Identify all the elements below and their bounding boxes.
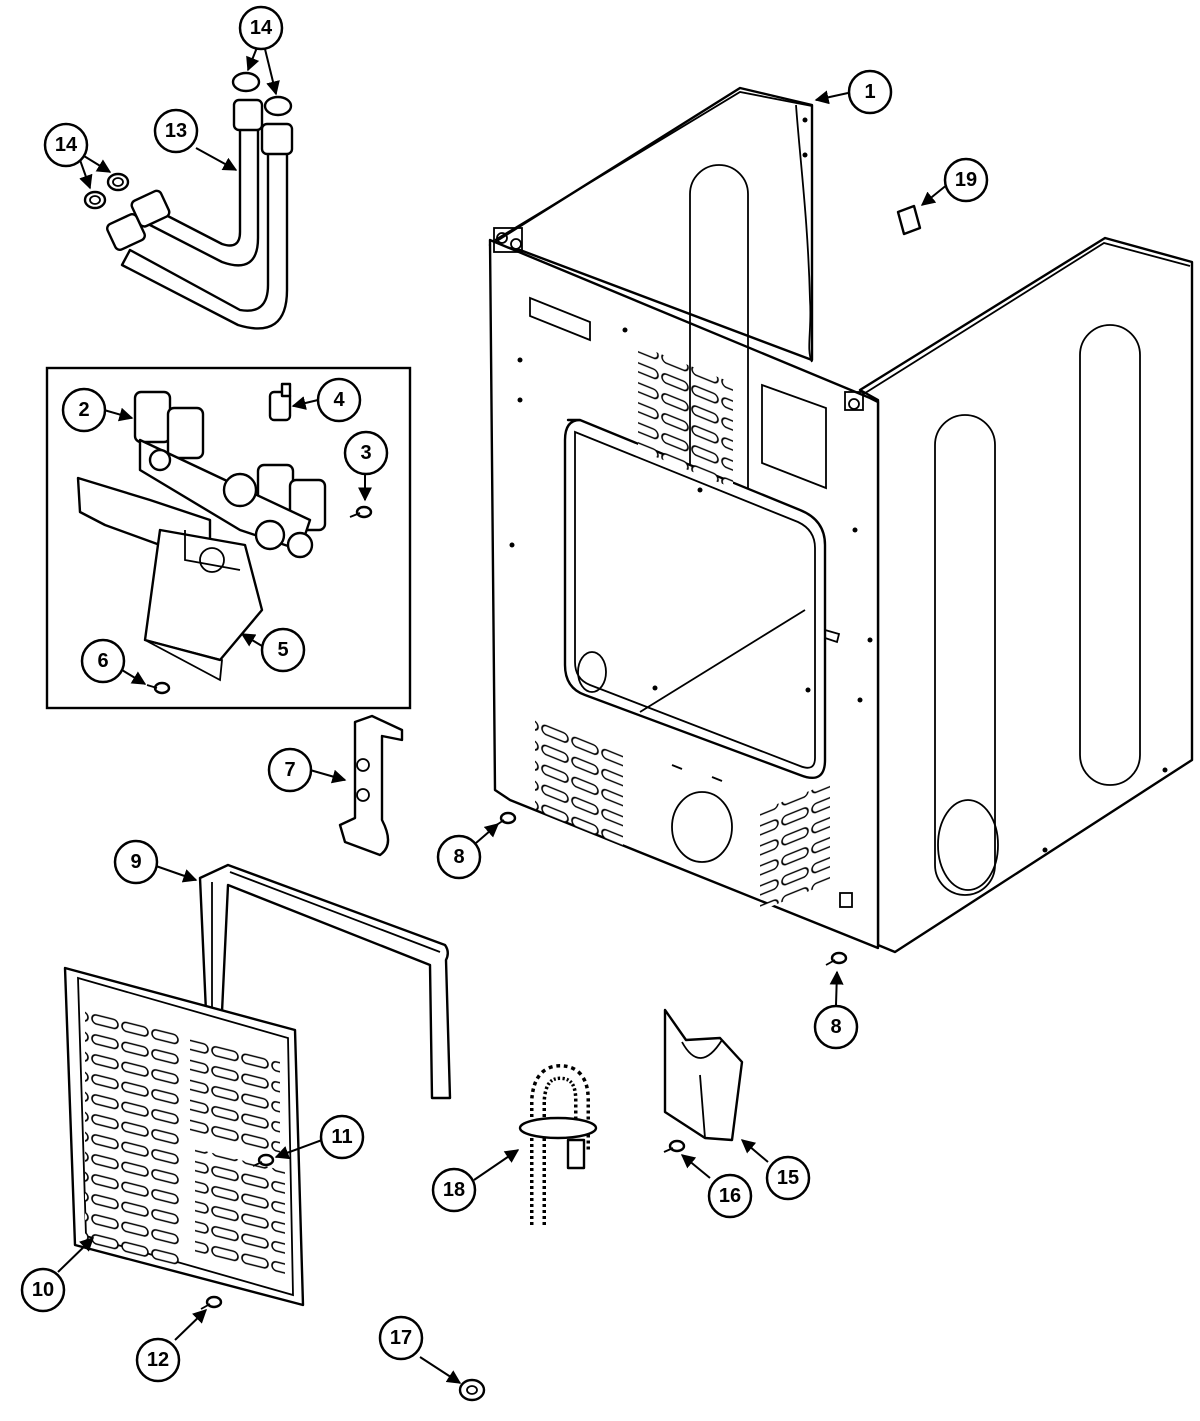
svg-text:13: 13	[165, 120, 187, 142]
svg-text:3: 3	[360, 442, 371, 464]
svg-text:1: 1	[864, 81, 875, 103]
part-9-frame	[198, 863, 452, 1100]
svg-text:8: 8	[453, 846, 464, 868]
svg-text:14: 14	[55, 134, 78, 156]
clamp-17	[458, 1378, 486, 1402]
svg-text:2: 2	[78, 399, 89, 421]
svg-text:19: 19	[955, 169, 977, 191]
lower-right-louvers	[760, 782, 830, 911]
callout-7: 7	[267, 747, 313, 793]
cabinet	[488, 86, 1194, 954]
part-18-drain-hose	[518, 1063, 598, 1225]
svg-text:17: 17	[390, 1327, 412, 1349]
callout-13: 13	[153, 108, 199, 154]
callout-5: 5	[260, 627, 306, 673]
upper-louvers	[638, 344, 733, 489]
callout-14b: 14	[43, 122, 89, 168]
svg-text:4: 4	[333, 389, 345, 411]
callout-10: 10	[20, 1267, 66, 1313]
callout-11: 11	[319, 1114, 365, 1160]
callout-4: 4	[316, 377, 362, 423]
svg-text:16: 16	[719, 1185, 741, 1207]
callout-2: 2	[61, 387, 107, 433]
callout-3: 3	[343, 430, 389, 476]
callouts: 1 2 3 4 5 6 7 8 8 9 10 11 12 13 14 14 15…	[20, 5, 989, 1383]
screws	[200, 811, 848, 1402]
svg-text:5: 5	[277, 639, 288, 661]
svg-text:7: 7	[284, 759, 295, 781]
svg-text:10: 10	[32, 1279, 54, 1301]
part-15-cover	[663, 1008, 744, 1142]
fill-hoses	[83, 71, 294, 330]
svg-text:14: 14	[250, 17, 273, 39]
callout-15: 15	[765, 1155, 811, 1201]
callout-18: 18	[431, 1167, 477, 1213]
svg-text:11: 11	[331, 1126, 352, 1148]
screw-12	[200, 1295, 223, 1310]
svg-text:6: 6	[97, 650, 108, 672]
callout-16: 16	[707, 1173, 753, 1219]
callout-8a: 8	[436, 834, 482, 880]
callout-1: 1	[847, 69, 893, 115]
part-10-panel	[63, 966, 305, 1307]
svg-text:8: 8	[830, 1016, 841, 1038]
callout-14a: 14	[238, 5, 284, 51]
lower-left-louvers	[535, 713, 623, 854]
callout-12: 12	[135, 1337, 181, 1383]
part-19-plug	[896, 204, 922, 236]
screw-8b	[825, 951, 848, 966]
svg-text:15: 15	[777, 1167, 799, 1189]
callout-17: 17	[378, 1315, 424, 1361]
screw-11	[252, 1153, 275, 1167]
part-7-bracket	[338, 714, 404, 857]
svg-text:12: 12	[147, 1349, 169, 1371]
screw-16	[663, 1139, 686, 1153]
valve-inset	[45, 366, 412, 710]
callout-8b: 8	[813, 1004, 859, 1050]
leader-lines	[57, 44, 949, 1384]
callout-6: 6	[80, 638, 126, 684]
svg-text:18: 18	[443, 1179, 465, 1201]
callout-9: 9	[113, 839, 159, 885]
callout-19: 19	[943, 157, 989, 203]
svg-text:9: 9	[130, 851, 141, 873]
